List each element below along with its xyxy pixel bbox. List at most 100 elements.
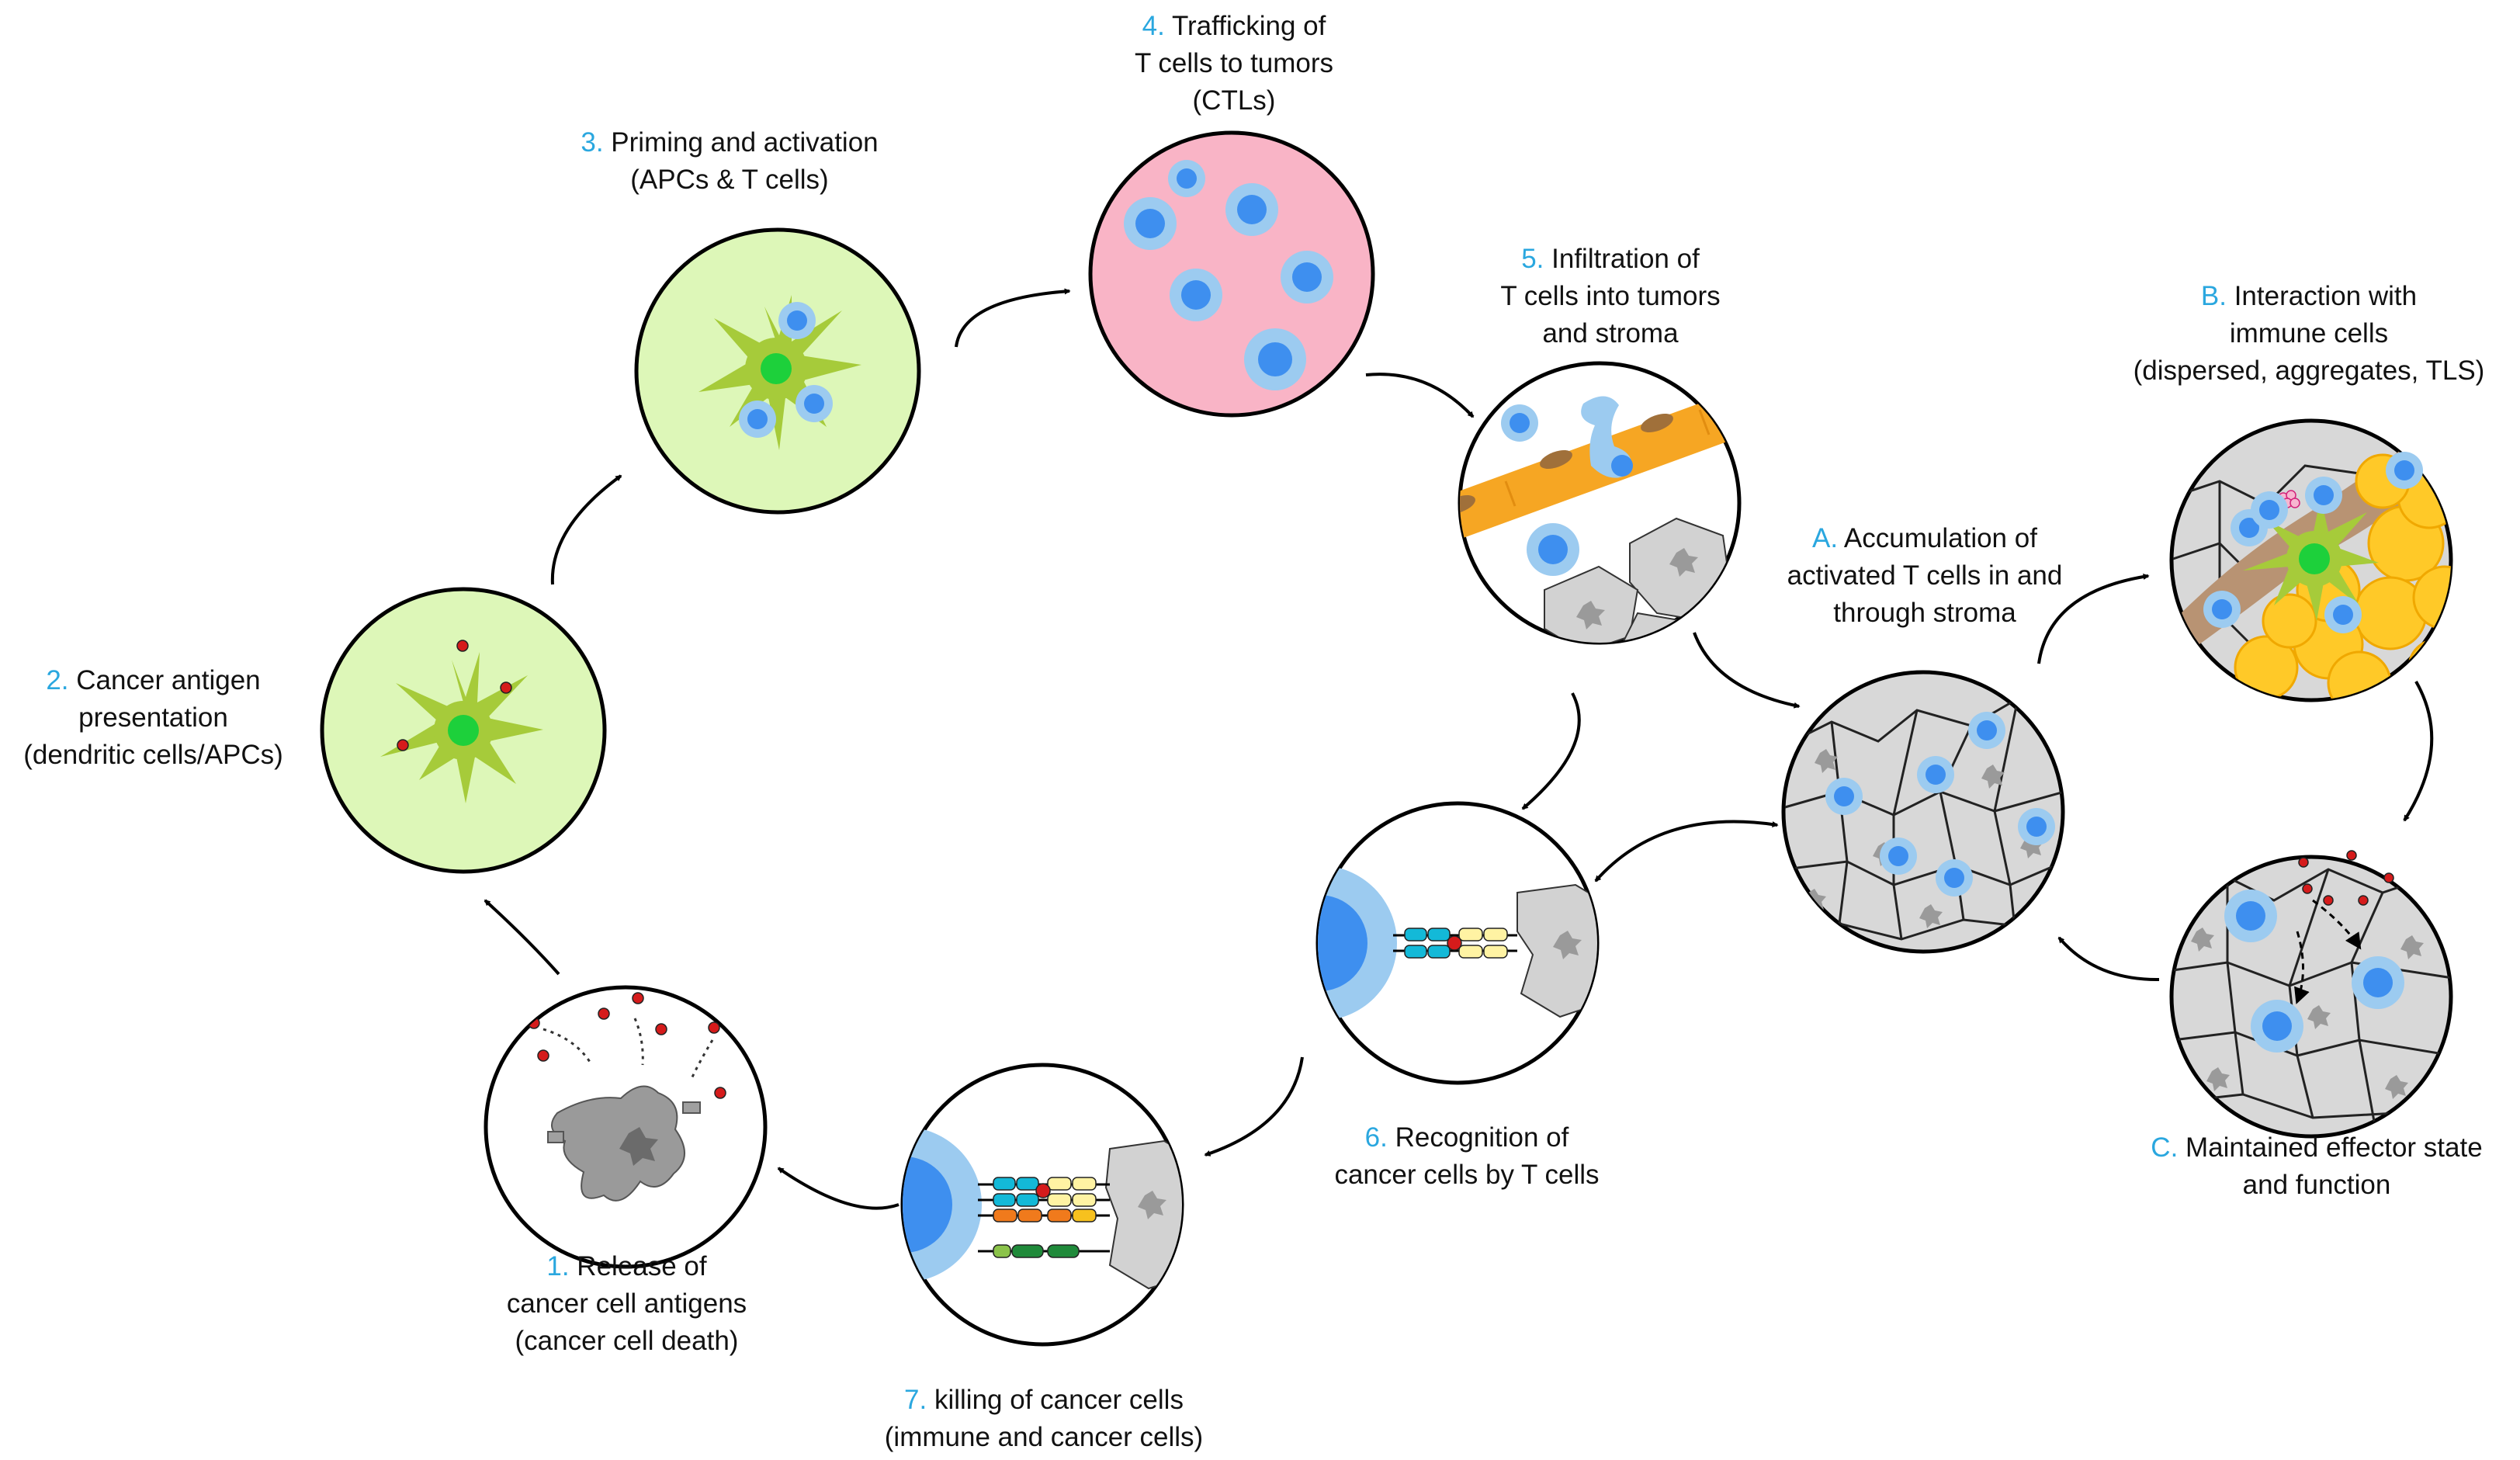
step3-line2: (APCs & T cells): [630, 165, 829, 195]
cycle-arrow-icon: [1521, 692, 1581, 810]
cycle-arrow-icon: [1365, 373, 1475, 418]
blood-vessel-icon: [1124, 160, 1333, 390]
stepC-label: C. Maintained effector state and functio…: [2123, 1129, 2511, 1204]
t-cell-icon: [1880, 838, 1917, 875]
step2-circle: [320, 587, 607, 874]
step4-line2: T cells to tumors: [1134, 48, 1334, 78]
cycle-arrow-icon: [2403, 681, 2434, 822]
stepA-line2: activated T cells in and: [1787, 560, 2063, 591]
step7-line2: (immune and cancer cells): [884, 1422, 1204, 1452]
cycle-arrow-icon: [777, 1167, 900, 1210]
stepB-line3: (dispersed, aggregates, TLS): [2133, 355, 2485, 386]
step6-title: Recognition of: [1395, 1122, 1569, 1153]
antigen-icon: [2298, 850, 2394, 906]
t-cell-icon: [1825, 778, 1863, 815]
t-cell-icon: [2224, 890, 2277, 942]
step6-label: 6. Recognition of cancer cells by T cell…: [1304, 1119, 1630, 1194]
t-cell-icon: [1225, 183, 1278, 236]
t-cell-icon: [1281, 251, 1333, 303]
t-cell-icon: [739, 401, 776, 438]
step7-circle: [900, 1063, 1184, 1347]
t-cell-icon: [2251, 491, 2288, 529]
t-cell-icon: [1936, 859, 1973, 896]
step1-line3: (cancer cell death): [515, 1326, 739, 1356]
step1-label: 1. Release of cancer cell antigens (canc…: [473, 1248, 780, 1360]
t-cell-icon: [2203, 591, 2241, 628]
dendritic-cell-icon: [2243, 497, 2379, 621]
cycle-arrow-icon: [1594, 820, 1779, 883]
stepC-title: Maintained effector state: [2186, 1132, 2483, 1163]
step6-circle: [1315, 801, 1600, 1085]
t-cell-icon: [778, 302, 816, 339]
stepA-number: A.: [1812, 523, 1839, 553]
step4-label: 4. Trafficking of T cells to tumors (CTL…: [1079, 8, 1389, 120]
t-cell-icon: [2352, 956, 2404, 1009]
step6-number: 6.: [1364, 1122, 1388, 1153]
step2-title: Cancer antigen: [76, 665, 261, 695]
step5-line3: and stroma: [1542, 318, 1679, 349]
step1-title: Release of: [577, 1251, 707, 1281]
step5-label: 5. Infiltration of T cells into tumors a…: [1459, 241, 1762, 352]
cycle-arrow-icon: [484, 899, 560, 976]
cycle-arrows: [484, 288, 2434, 1210]
t-cell-icon: [1917, 756, 1954, 793]
step4-title: Trafficking of: [1171, 11, 1326, 41]
t-cell-icon: [2018, 808, 2055, 845]
step4-line3: (CTLs): [1192, 85, 1276, 116]
step3-circle: [634, 227, 921, 515]
tcr-mhc-synapse-icon: [978, 1177, 1110, 1258]
t-cell-icon: [2386, 452, 2423, 489]
stepB-title: Interaction with: [2234, 281, 2418, 311]
stepB-label: B. Interaction with immune cells (disper…: [2103, 278, 2515, 390]
cycle-arrow-icon: [955, 288, 1071, 348]
cycle-arrow-icon: [550, 474, 622, 585]
step5-circle: [1458, 361, 1742, 645]
dendritic-cell-icon: [698, 295, 861, 450]
step1-circle: [484, 985, 768, 1269]
t-cell-icon: [1968, 712, 2005, 749]
stepB-number: B.: [2200, 281, 2227, 311]
step1-number: 1.: [546, 1251, 570, 1281]
t-cell-icon: [2324, 596, 2362, 633]
cycle-arrow-icon: [1204, 1056, 1304, 1157]
tcr-mhc-synapse-icon: [1393, 928, 1517, 959]
cancer-cell-icon: [1104, 1139, 1182, 1290]
cycle-arrow-icon: [2037, 574, 2150, 664]
step2-line2: presentation: [78, 702, 228, 733]
step5-title: Infiltration of: [1551, 244, 1700, 274]
t-cell-icon: [1501, 404, 1538, 442]
step7-label: 7. killing of cancer cells (immune and c…: [861, 1382, 1226, 1456]
stepB-circle: [2169, 418, 2453, 702]
step2-number: 2.: [46, 665, 69, 695]
step4-number: 4.: [1142, 11, 1165, 41]
t-cell-icon: [796, 385, 833, 422]
step2-label: 2. Cancer antigen presentation (dendriti…: [0, 662, 307, 774]
t-cell-icon: [2305, 477, 2342, 514]
step3-title: Priming and activation: [611, 127, 879, 158]
step3-label: 3. Priming and activation (APCs & T cell…: [559, 124, 900, 199]
step6-line2: cancer cells by T cells: [1334, 1160, 1600, 1190]
stepC-circle: [2169, 850, 2453, 1139]
step7-title: killing of cancer cells: [934, 1385, 1184, 1415]
stepA-line3: through stroma: [1833, 598, 2016, 628]
step7-number: 7.: [904, 1385, 927, 1415]
t-cell-icon: [1168, 160, 1205, 197]
stepA-label: A. Accumulation of activated T cells in …: [1754, 520, 2095, 632]
step1-line2: cancer cell antigens: [506, 1288, 747, 1319]
step5-number: 5.: [1521, 244, 1544, 274]
stepB-line2: immune cells: [2229, 318, 2389, 349]
antigen-icon: [397, 640, 512, 751]
t-cell-icon: [1527, 523, 1579, 576]
t-cell-icon: [2251, 1000, 2303, 1053]
t-cell-icon: [1170, 269, 1222, 321]
step4-circle: [1088, 130, 1375, 418]
step5-line2: T cells into tumors: [1500, 281, 1721, 311]
antigen-icon: [528, 992, 726, 1099]
stepC-number: C.: [2151, 1132, 2179, 1163]
t-cell-icon: [1124, 197, 1177, 250]
cycle-arrow-icon: [1693, 632, 1801, 709]
stepA-circle: [1781, 670, 2065, 954]
stepC-line2: and function: [2242, 1170, 2391, 1200]
dendritic-cell-icon: [380, 640, 543, 803]
